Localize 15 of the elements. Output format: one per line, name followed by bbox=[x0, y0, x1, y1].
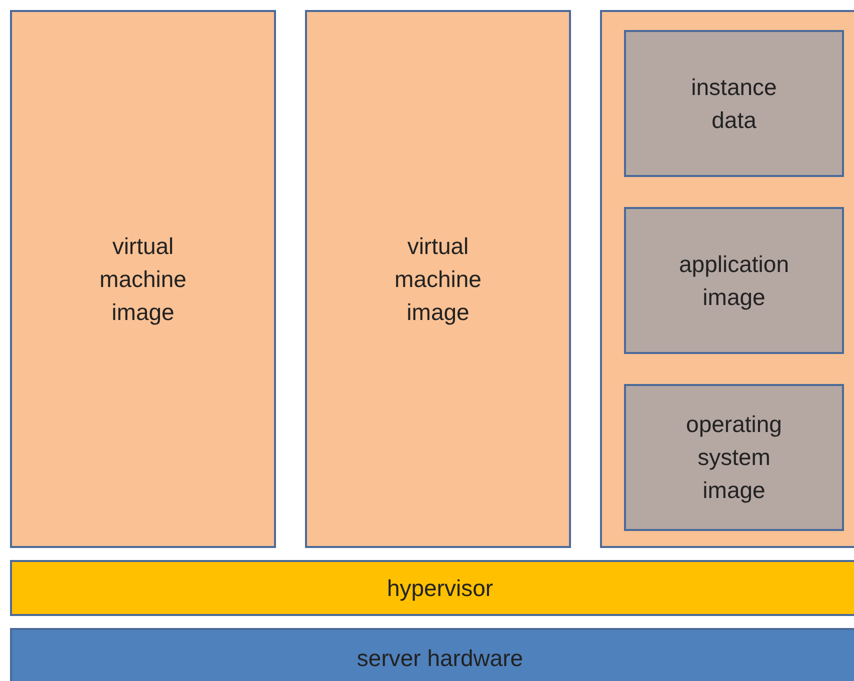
layer-bar bbox=[10, 560, 854, 616]
layer-label: server hardware bbox=[356, 644, 524, 672]
layer-label: application image bbox=[679, 250, 789, 312]
layer-box bbox=[624, 384, 844, 531]
image-panel bbox=[305, 10, 571, 548]
layer-label: hypervisor bbox=[386, 574, 494, 603]
layer-label: virtual machine image bbox=[98, 232, 188, 327]
layer-bar bbox=[10, 628, 854, 681]
layer-label: virtual machine image bbox=[394, 232, 482, 327]
image-panel bbox=[10, 10, 276, 548]
container-panel bbox=[600, 10, 854, 548]
layer-box bbox=[624, 30, 844, 177]
layer-label: instance data bbox=[690, 72, 778, 134]
layer-box bbox=[624, 207, 844, 354]
layer-label: operating system image bbox=[685, 410, 783, 505]
